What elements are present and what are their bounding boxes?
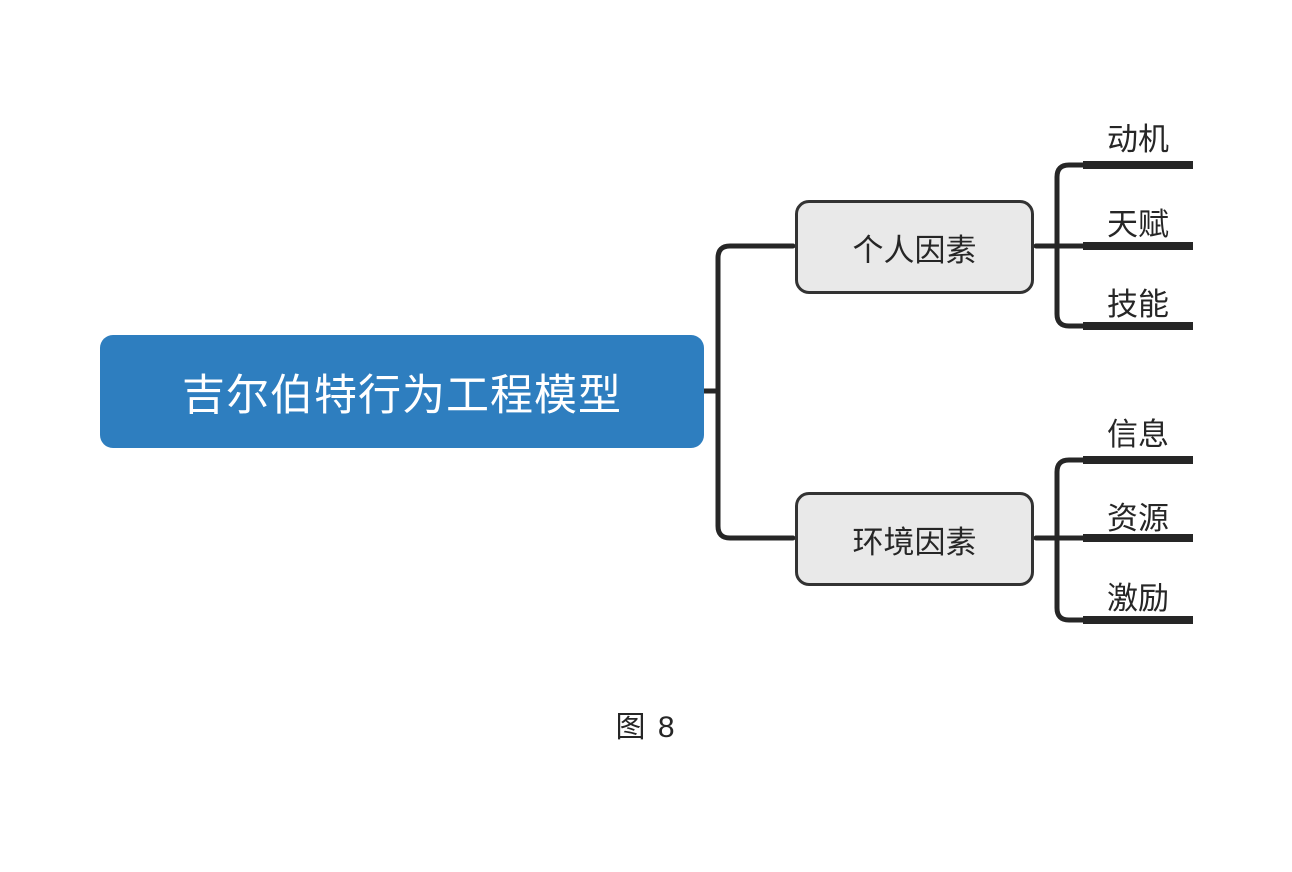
leaf-label: 激励 [1107,581,1169,616]
leaf-underline-resources [1083,534,1193,542]
leaf-underline-skills [1083,322,1193,330]
leaf-node-resources[interactable]: 资源 [1083,484,1193,540]
connector-branch-1-leaf-0 [1054,457,1088,541]
leaf-label: 动机 [1107,122,1169,157]
figure-caption: 图 8 [615,711,677,744]
leaf-label: 信息 [1107,417,1169,452]
leaf-underline-motivation [1083,161,1193,169]
leaf-underline-information [1083,456,1193,464]
branch-node-personal-factors[interactable]: 个人因素 [795,200,1034,294]
leaf-node-skills[interactable]: 技能 [1083,270,1193,326]
root-node[interactable]: 吉尔伯特行为工程模型 [100,335,704,448]
connector-branch-0-leaf-0 [1054,162,1088,249]
branch-node-environmental-factors[interactable]: 环境因素 [795,492,1034,586]
leaf-node-motivation[interactable]: 动机 [1083,105,1193,161]
connector-branch-0-leaf-2 [1054,243,1088,329]
leaf-node-incentives[interactable]: 激励 [1083,564,1193,620]
leaf-label: 资源 [1107,501,1169,536]
leaf-label: 技能 [1107,287,1169,322]
connector-root-to-branch-0 [715,243,796,394]
leaf-underline-incentives [1083,616,1193,624]
connector-root-to-branch-1 [715,388,796,541]
leaf-label: 天赋 [1107,207,1169,242]
connector-branch-1-leaf-2 [1054,535,1088,623]
leaf-node-talent[interactable]: 天赋 [1083,190,1193,246]
leaf-underline-talent [1083,242,1193,250]
leaf-node-information[interactable]: 信息 [1083,400,1193,456]
